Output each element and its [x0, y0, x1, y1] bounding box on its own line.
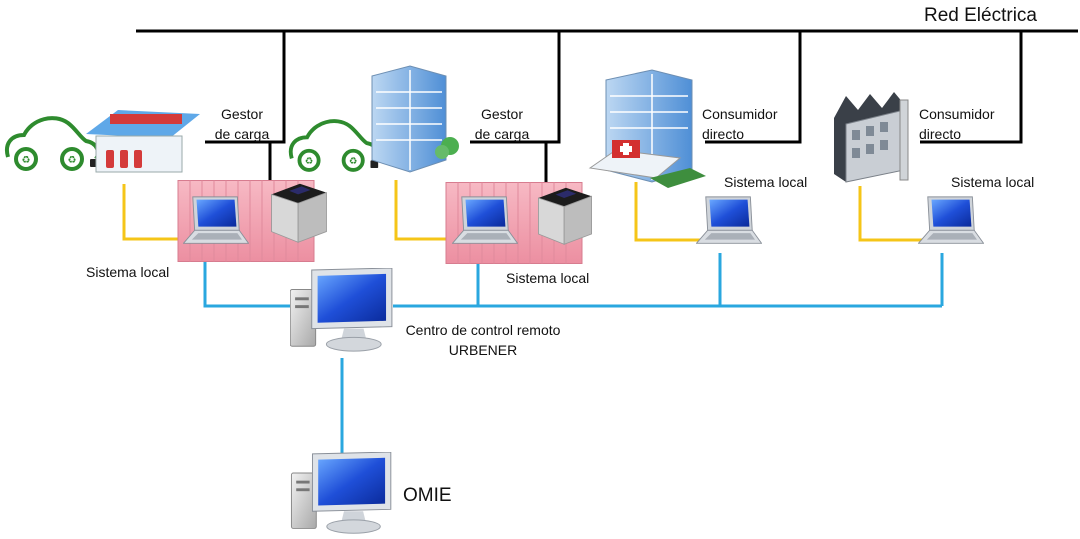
office-building-icon	[371, 65, 459, 173]
power-grid-label: Red Eléctrica	[924, 5, 1037, 26]
local-system-label-4: Sistema local	[951, 174, 1035, 190]
battery-icon	[271, 183, 327, 243]
power-link-consumer-2	[920, 31, 1023, 144]
consumer-2-label: Consumidor directo	[919, 106, 995, 142]
power-grid	[136, 29, 1078, 190]
station-icon	[86, 110, 200, 173]
hospital-icon	[588, 69, 706, 188]
charger-1-label: Gestor de carga	[214, 106, 270, 142]
charger-2-label: Gestor de carga	[474, 106, 530, 142]
omie-computer-icon	[290, 452, 392, 534]
power-link-charger-2	[470, 31, 561, 144]
local-system-label-1: Sistema local	[86, 264, 170, 280]
control-center-computer-icon	[290, 268, 393, 352]
laptop-icon	[918, 196, 984, 244]
consumer-site-2	[834, 92, 984, 244]
charger-station-1	[7, 110, 327, 263]
omie-label: OMIE	[403, 485, 452, 506]
control-center-label: Centro de control remoto URBENER	[405, 322, 561, 358]
factory-icon	[834, 92, 909, 183]
consumer-1-label: Consumidor directo	[702, 106, 778, 142]
local-system-label-2: Sistema local	[506, 270, 590, 286]
battery-icon	[538, 187, 592, 245]
data-network	[203, 253, 944, 455]
power-link-consumer-1	[705, 31, 802, 144]
electric-car-icon	[288, 119, 381, 172]
local-system-label-3: Sistema local	[724, 174, 808, 190]
consumer-site-1	[588, 69, 762, 244]
battery-link-1	[268, 140, 284, 185]
electric-car-icon	[7, 118, 98, 169]
charger-station-2	[288, 65, 592, 265]
laptop-icon	[696, 196, 762, 244]
